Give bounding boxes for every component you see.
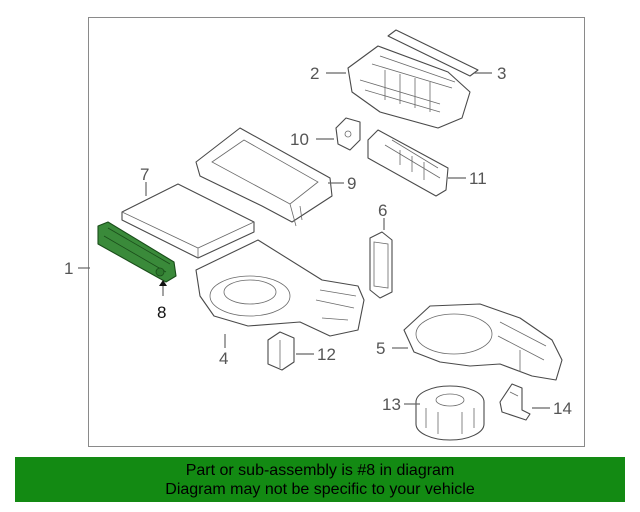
callout-11: 11 <box>469 169 487 188</box>
part-13-blower-motor <box>415 385 485 441</box>
part-7-cabin-filter <box>121 183 255 259</box>
part-10-actuator <box>335 117 361 151</box>
banner-line-1: Part or sub-assembly is #8 in diagram <box>185 462 455 479</box>
callout-7: 7 <box>140 165 149 184</box>
callout-5: 5 <box>376 339 385 358</box>
part-12-resistor <box>267 331 295 371</box>
part-5-blower-housing <box>403 303 563 381</box>
callout-9: 9 <box>347 174 356 193</box>
part-9-filter-frame <box>195 127 333 227</box>
part-2-inlet-housing <box>347 45 471 129</box>
callout-10: 10 <box>290 130 309 149</box>
callout-14: 14 <box>553 399 572 418</box>
callout-13: 13 <box>382 395 401 414</box>
part-4-lower-case <box>195 239 365 337</box>
info-banner: Part or sub-assembly is #8 in diagram Di… <box>15 457 625 502</box>
callout-4: 4 <box>219 349 228 368</box>
part-3-seal-strip <box>387 29 479 77</box>
part-8-highlighted <box>97 221 177 283</box>
callout-8: 8 <box>157 303 166 322</box>
part-6-gasket <box>369 231 393 299</box>
part-14-sensor <box>499 383 531 421</box>
callout-12: 12 <box>317 345 336 364</box>
callout-1: 1 <box>64 259 73 278</box>
callout-6: 6 <box>378 201 387 220</box>
callout-3: 3 <box>497 64 506 83</box>
arrow-8-icon <box>159 280 167 286</box>
callout-2: 2 <box>310 64 319 83</box>
banner-line-2: Diagram may not be specific to your vehi… <box>165 481 475 498</box>
part-11-mode-door <box>367 129 449 197</box>
